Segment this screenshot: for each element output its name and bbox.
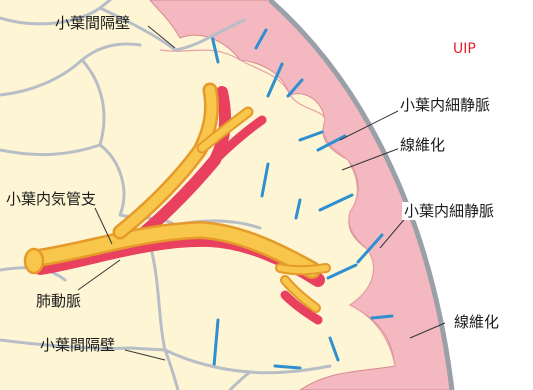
label-fibrosis-2: 線維化 — [452, 313, 501, 331]
label-interlobular-septum-bottom: 小葉間隔壁 — [38, 336, 117, 354]
label-lobular-vein-1: 小葉内細静脈 — [398, 96, 492, 114]
label-uip: UIP — [453, 41, 476, 57]
label-pulmonary-artery: 肺動脈 — [34, 292, 83, 310]
label-fibrosis-1: 線維化 — [398, 136, 447, 154]
label-lobular-vein-2: 小葉内細静脈 — [402, 202, 496, 220]
label-bronchiole: 小葉内気管支 — [4, 190, 98, 208]
label-interlobular-septum-top: 小葉間隔壁 — [53, 14, 132, 32]
